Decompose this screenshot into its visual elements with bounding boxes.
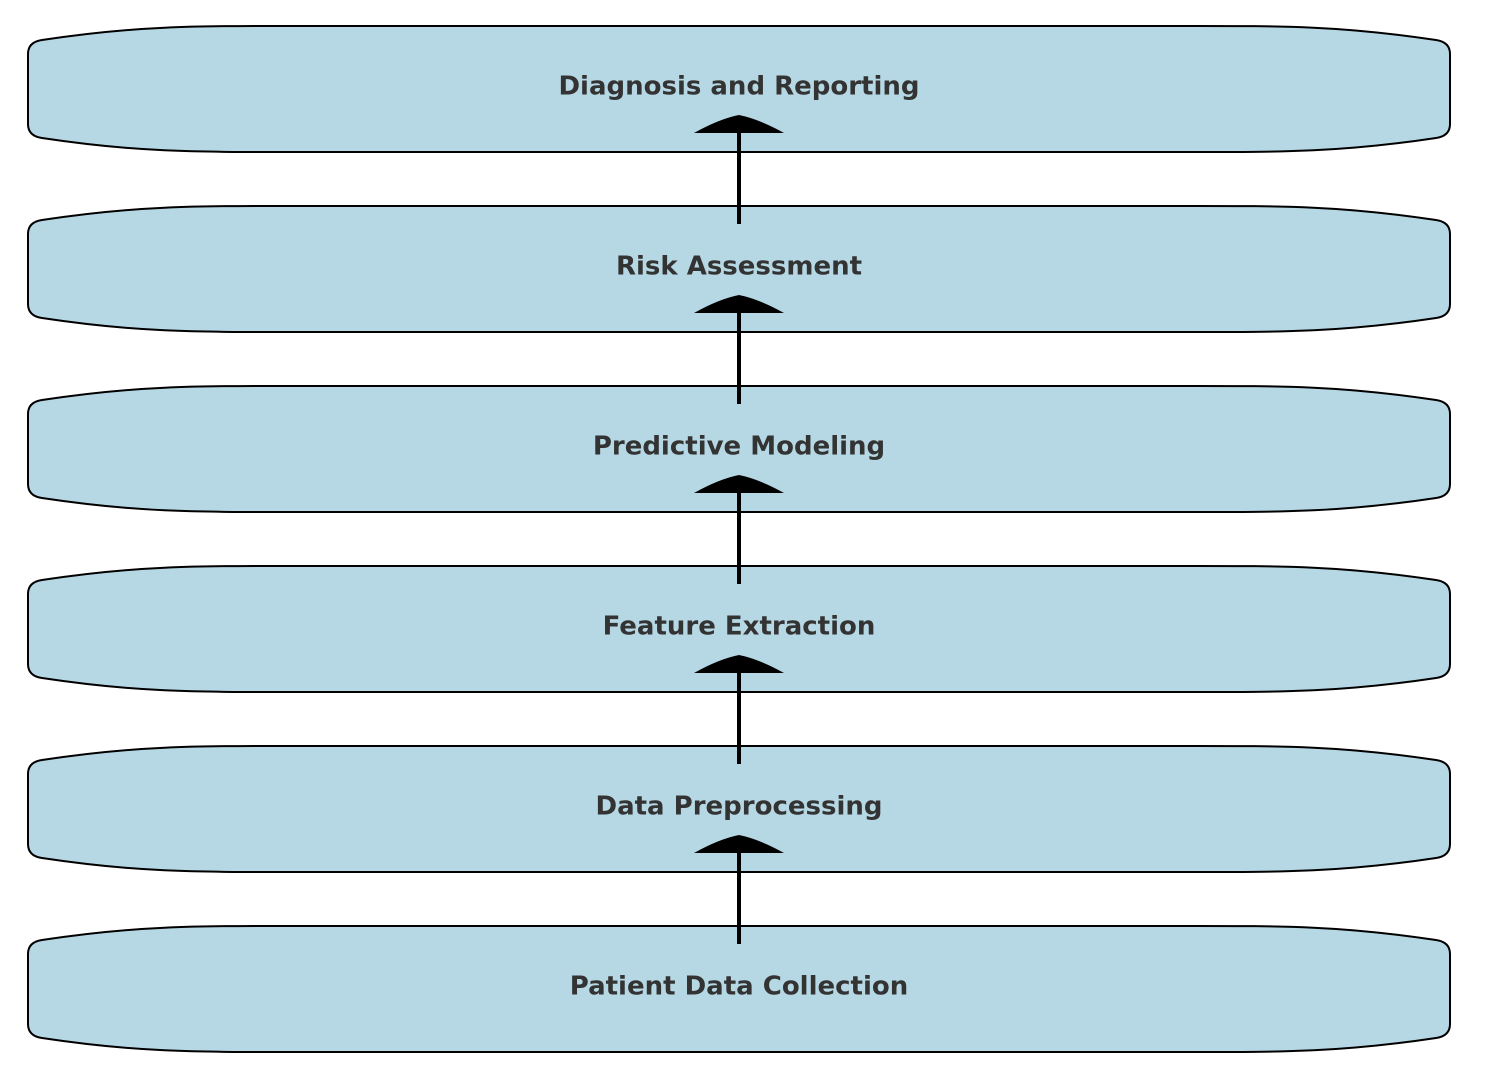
stage-patient-data-collection: Patient Data Collection — [27, 924, 1451, 1054]
arrow-patient-data-collection-to-data-preprocessing — [694, 835, 784, 944]
stage-label: Predictive Modeling — [593, 432, 885, 462]
stage-label: Feature Extraction — [603, 612, 876, 642]
arrow-head — [694, 655, 784, 673]
arrows-layer — [694, 115, 784, 944]
stage-box — [27, 384, 1451, 514]
arrow-predictive-modeling-to-risk-assessment — [694, 295, 784, 404]
arrow-risk-assessment-to-diagnosis-and-reporting — [694, 115, 784, 224]
stage-label: Diagnosis and Reporting — [558, 72, 919, 102]
stage-box — [27, 204, 1451, 334]
stage-label: Risk Assessment — [616, 252, 862, 282]
stage-risk-assessment: Risk Assessment — [27, 204, 1451, 334]
arrow-head — [694, 115, 784, 133]
stage-data-preprocessing: Data Preprocessing — [27, 744, 1451, 874]
stage-label: Patient Data Collection — [570, 972, 909, 1002]
stage-box — [27, 564, 1451, 694]
stage-label: Data Preprocessing — [596, 792, 883, 822]
arrow-head — [694, 475, 784, 493]
stage-box — [27, 744, 1451, 874]
stage-predictive-modeling: Predictive Modeling — [27, 384, 1451, 514]
stage-box — [27, 24, 1451, 154]
stage-box — [27, 924, 1451, 1054]
stage-diagnosis-and-reporting: Diagnosis and Reporting — [27, 24, 1451, 154]
arrow-head — [694, 295, 784, 313]
arrow-head — [694, 835, 784, 853]
stage-feature-extraction: Feature Extraction — [27, 564, 1451, 694]
arrow-feature-extraction-to-predictive-modeling — [694, 475, 784, 584]
arrow-data-preprocessing-to-feature-extraction — [694, 655, 784, 764]
